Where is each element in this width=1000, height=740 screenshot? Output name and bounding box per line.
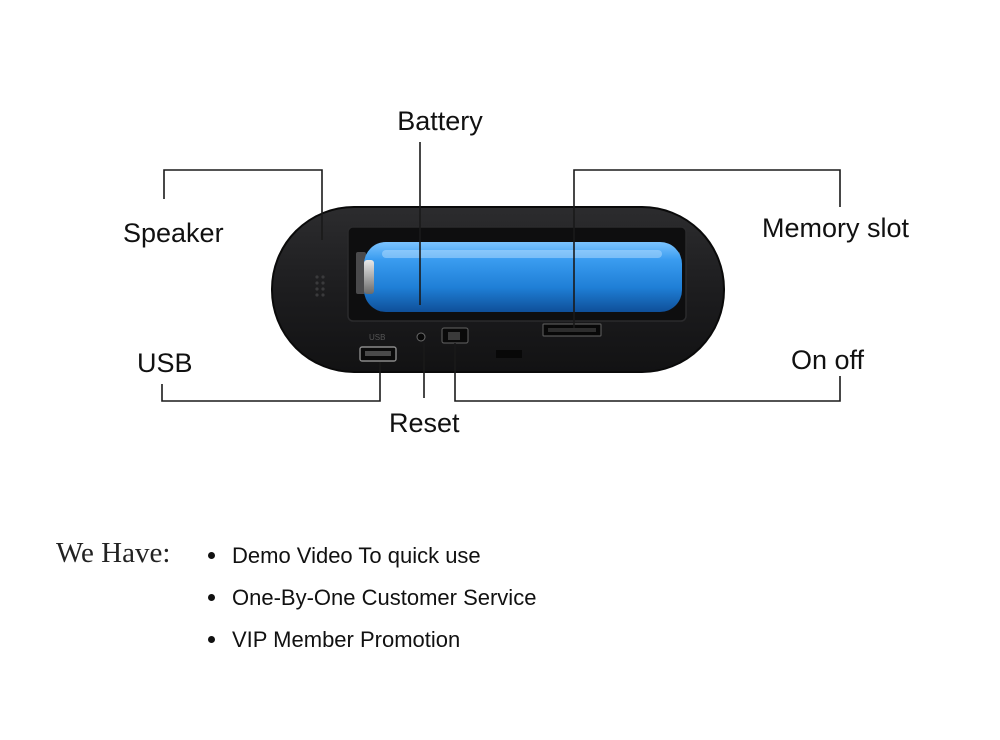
- spring-contact-left: [356, 252, 366, 294]
- usb-marking: USB: [369, 333, 385, 342]
- feature-item-text: VIP Member Promotion: [232, 627, 461, 652]
- usb-port-inner: [365, 351, 391, 356]
- features-list: Demo Video To quick use One-By-One Custo…: [208, 540, 536, 666]
- on-off-leader-line: [454, 343, 841, 402]
- memory-slot-leader-line: [573, 169, 841, 328]
- battery-cap: [364, 260, 374, 294]
- battery-label: Battery: [397, 106, 483, 136]
- memory-slot-card: [548, 328, 596, 332]
- reset-hole: [416, 332, 426, 342]
- power-switch-knob: [448, 332, 460, 340]
- speaker-label: Speaker: [123, 218, 224, 248]
- feature-item: One-By-One Customer Service: [208, 582, 536, 624]
- device-diagram: USB Battery Speaker Memory slot USB On o…: [123, 106, 910, 438]
- usb-leader-line: [161, 362, 381, 402]
- bullet-icon: [208, 636, 215, 643]
- on-off-label: On off: [791, 345, 865, 375]
- feature-item: VIP Member Promotion: [208, 624, 536, 666]
- indicator-slot: [496, 350, 522, 358]
- features-heading: We Have:: [56, 537, 171, 569]
- feature-item-text: One-By-One Customer Service: [232, 585, 537, 610]
- battery-highlight: [382, 250, 662, 258]
- battery-cell: [364, 242, 682, 312]
- usb-label: USB: [137, 348, 193, 378]
- bullet-icon: [208, 552, 215, 559]
- speaker-leader-line: [163, 169, 323, 240]
- bullet-icon: [208, 594, 215, 601]
- reset-label: Reset: [389, 408, 460, 438]
- speaker-grille: [315, 275, 325, 297]
- feature-item: Demo Video To quick use: [208, 540, 536, 582]
- memory-slot-label: Memory slot: [762, 213, 910, 243]
- feature-item-text: Demo Video To quick use: [232, 543, 481, 568]
